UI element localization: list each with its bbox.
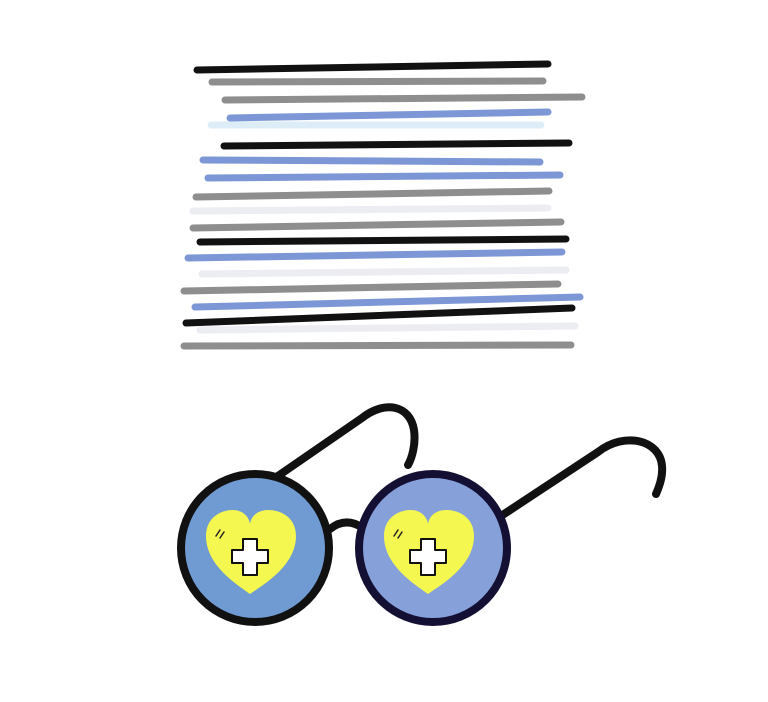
line-black-1 xyxy=(193,60,552,74)
line-black-4 xyxy=(182,304,576,327)
line-blue-5 xyxy=(191,293,584,311)
left-temple xyxy=(271,403,419,482)
right-temple xyxy=(494,436,667,522)
line-blue-1 xyxy=(226,108,552,122)
line-gray-2 xyxy=(221,93,586,104)
line-pale-2 xyxy=(198,266,570,278)
medical-cross-icon xyxy=(409,538,447,576)
line-gray-5 xyxy=(180,280,562,295)
line-gray-1 xyxy=(208,77,547,86)
line-black-2 xyxy=(220,139,573,150)
line-blue-4 xyxy=(184,248,566,262)
line-gray-3 xyxy=(192,187,553,201)
line-black-3 xyxy=(196,235,570,246)
left-lens xyxy=(177,470,333,626)
glasses-icon xyxy=(177,403,667,626)
line-blue-3 xyxy=(204,171,564,182)
line-gray-4 xyxy=(189,218,565,232)
scribbled-lines xyxy=(180,60,586,350)
medical-cross-icon xyxy=(231,538,269,576)
heart-shine xyxy=(215,529,225,539)
right-lens xyxy=(355,470,511,626)
heart-shine xyxy=(393,529,403,539)
line-pale-3 xyxy=(196,322,579,334)
line-pale-1 xyxy=(189,204,552,215)
line-blue-2 xyxy=(199,156,544,166)
line-gray-6 xyxy=(180,341,575,350)
